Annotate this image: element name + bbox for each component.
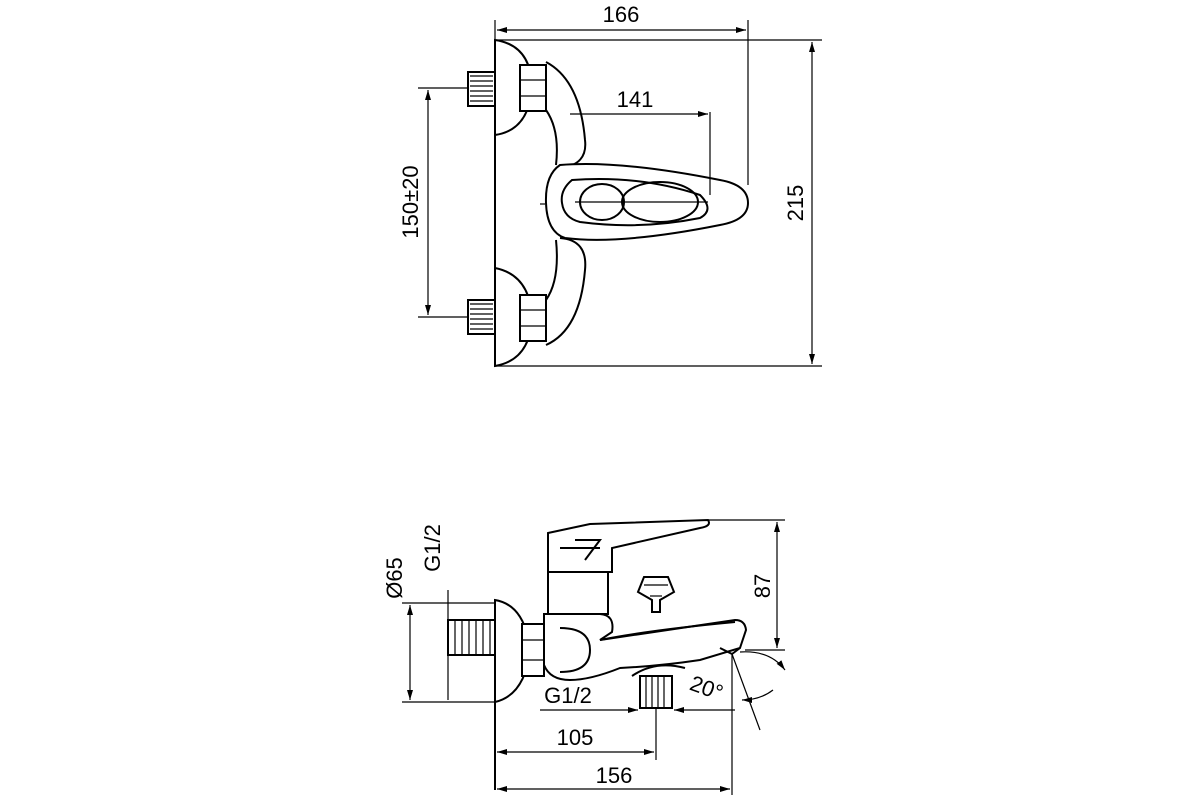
lever-handle-inner [560,178,709,227]
thread-nipple-upper [467,71,496,107]
dim-overall-height: 215 [495,39,822,367]
dim-label-g12-inlet: G1/2 [420,524,445,572]
outlet-thread [631,664,686,709]
body-sweep-upper [545,61,587,169]
dim-label-87: 87 [750,574,775,598]
body-sweep-lower [545,237,587,346]
dim-label-156: 156 [596,763,633,788]
spout-top-edge [599,621,736,641]
dim-overall-width: 166 [494,2,749,185]
dim-outlet-thread: G1/2 [540,683,735,713]
dim-label-215: 215 [783,185,808,222]
dim-label-g12-outlet: G1/2 [544,683,592,708]
dim-label-141: 141 [617,87,654,112]
dim-spout-angle: 20° [687,651,786,770]
dim-label-105: 105 [557,725,594,750]
dim-height: 87 [708,519,785,651]
lever-handle-side [547,518,710,573]
dim-label-150-20: 150±20 [398,165,423,238]
dim-handle-reach: 141 [570,87,711,195]
dim-label-166: 166 [603,2,640,27]
dim-flange-diameter: Ø65 [382,557,495,703]
cartridge-body [547,571,609,615]
dim-label-d65: Ø65 [382,557,407,599]
hex-nut-lower [519,294,547,342]
body-curve [559,627,592,673]
dim-projection: 156 [497,763,733,795]
hex-nut-side [521,623,545,677]
handle-detail [560,539,602,561]
hex-nut-upper [519,64,547,112]
side-view: Ø65 G1/2 87 G1/2 20° [382,518,786,795]
dim-inlet-thread: G1/2 [420,524,449,700]
top-view: 166 141 150±20 215 [398,2,822,368]
diverter-knob [636,576,676,613]
dim-label-20-deg: 20° [687,671,727,706]
thread-nipple-lower [467,299,496,335]
spout-body [543,613,748,682]
dim-outlet-offset: 105 [497,708,657,760]
inlet-thread [447,619,496,656]
dim-inlet-spacing: 150±20 [398,87,468,318]
